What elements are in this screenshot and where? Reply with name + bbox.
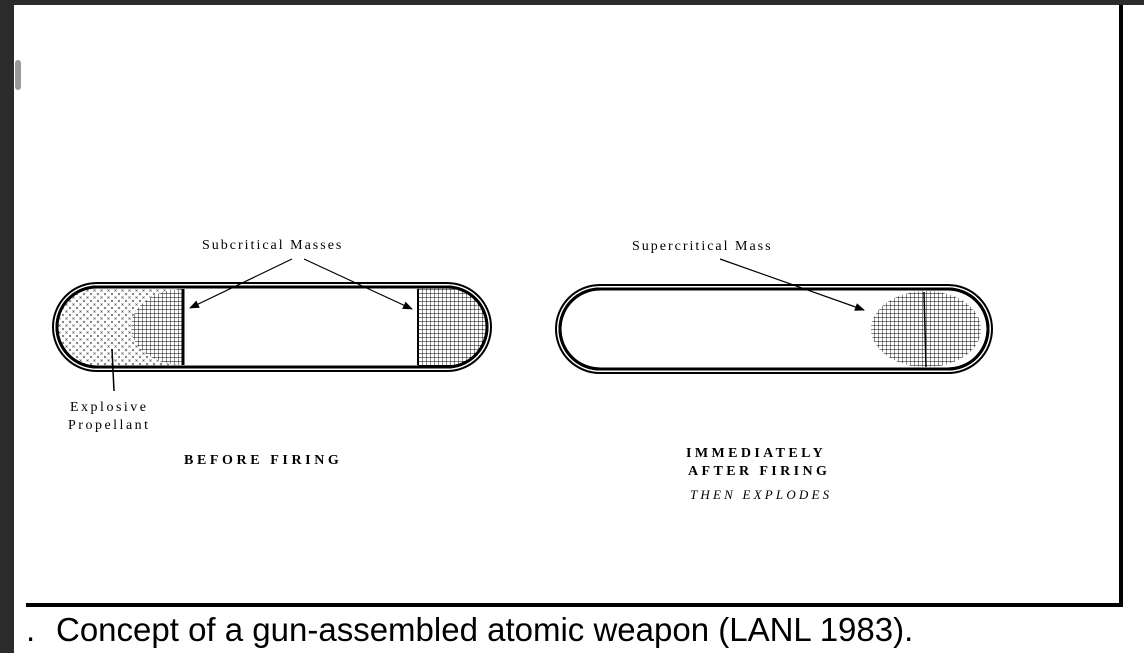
after-firing-title: AFTER FIRING (688, 464, 830, 479)
figure-panel: Subcritical Masses Explosive Propellant … (26, 5, 1123, 607)
scrollbar-thumb[interactable] (15, 60, 21, 90)
immediately-title: IMMEDIATELY (686, 446, 826, 461)
subcritical-masses-label: Subcritical Masses (202, 238, 343, 253)
caption-prefix: . (26, 611, 36, 648)
propellant-label: Propellant (68, 418, 151, 433)
then-explodes-subtitle: THEN EXPLODES (690, 487, 832, 502)
gun-barrel-outer-after (555, 284, 993, 374)
before-firing-group: Subcritical Masses Explosive Propellant … (52, 238, 492, 468)
figure-caption: . Concept of a gun-assembled atomic weapo… (26, 610, 1126, 650)
explosive-label: Explosive (70, 400, 149, 415)
arrow-to-left-mass (189, 258, 293, 309)
after-firing-group: Supercritical Mass IMMEDIATELY AFTER FIR… (555, 239, 993, 502)
supercritical-mass-label: Supercritical Mass (632, 239, 773, 254)
gun-barrel-outer (52, 282, 492, 372)
arrow-to-supercritical-mass (719, 258, 865, 311)
gun-weapon-diagram: Subcritical Masses Explosive Propellant … (52, 238, 993, 502)
caption-text: Concept of a gun-assembled atomic weapon… (56, 611, 914, 648)
supercritical-mass (871, 291, 981, 367)
before-firing-title: BEFORE FIRING (184, 453, 342, 468)
viewer-left-rail (0, 0, 14, 653)
viewer-top-bar (0, 0, 1144, 5)
propellant-pointer (111, 348, 115, 392)
arrow-to-right-mass (303, 258, 413, 310)
